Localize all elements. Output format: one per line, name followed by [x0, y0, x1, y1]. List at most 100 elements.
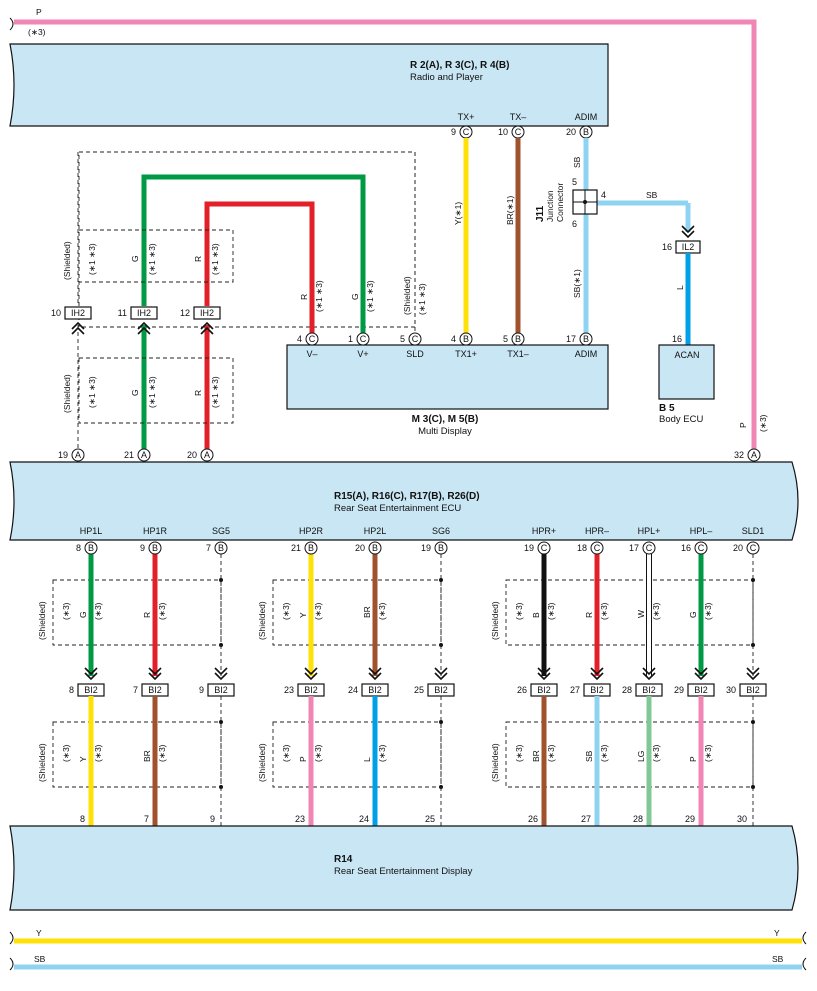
wire-color-label: G: [78, 611, 88, 618]
wire-color-label: R: [299, 294, 309, 300]
wire-color-label: L: [362, 757, 372, 762]
shielded-label: (Shielded): [62, 241, 72, 280]
pin-signal-label: ADIM: [575, 112, 598, 122]
body-ecu: 16 ACAN B 5 Body ECU: [658, 334, 715, 425]
pin-circle: [459, 332, 473, 346]
wire-color-label: G: [130, 255, 140, 262]
wire-color-label: G: [350, 293, 360, 300]
wire-video-g-upper: G (∗1 ∗3): [141, 174, 375, 333]
upper-shield-box: [505, 579, 754, 646]
pin-circle: [304, 541, 318, 555]
bi2-pin: 24: [348, 685, 358, 695]
pin-circle: [356, 332, 370, 346]
display-pin-number: 24: [359, 814, 369, 824]
legend-label: Y: [774, 928, 780, 938]
bi2-label: BI2: [694, 685, 708, 695]
pin-number: 8: [76, 543, 81, 553]
shield-dot: [751, 578, 755, 582]
speaker-line-sg6: BI225B19SG625SLD: [414, 526, 455, 839]
pin-number: 5: [400, 334, 405, 344]
display-pin-number: 9: [210, 814, 215, 824]
ih2-pin: 11: [118, 308, 127, 318]
wire-color-label: BR: [362, 606, 372, 618]
connector-letter: A: [751, 450, 757, 460]
wire-note: (∗3): [93, 602, 103, 620]
wire-color-label: G: [130, 389, 140, 396]
wire-color-label: SB: [584, 750, 594, 762]
pin-circle: [137, 448, 151, 462]
wire-color-label: LG: [636, 751, 646, 762]
wire-note: (∗1 ∗3): [210, 376, 220, 408]
wire-note: (∗3): [281, 602, 291, 620]
radio-pin-adim: ADIM B 20: [566, 112, 598, 139]
connector-letter: B: [88, 543, 94, 553]
pin-circle: [214, 541, 228, 555]
ih2-connector-11: IH2 11: [118, 306, 158, 320]
legend-sb-wire: SB SB: [9, 954, 807, 971]
bi2-label: BI2: [642, 685, 656, 695]
display-pin-number: 29: [685, 814, 695, 824]
wire-sg3-lower: [71, 152, 85, 450]
speaker-line-sld1: BI230C20SLD130SLD: [726, 526, 767, 839]
chevron-icon: [590, 667, 604, 681]
connector-letter: C: [646, 543, 653, 553]
shielded-label: (Shielded): [62, 374, 72, 413]
wire-note: (∗3): [651, 744, 661, 762]
j11-pin4: 4: [601, 190, 606, 200]
wire-color-label: R: [193, 256, 203, 262]
pin-circle: [511, 332, 525, 346]
pin-number: 20: [187, 450, 197, 460]
j11-junction-connector: J11 Junction Connector 5 6 4: [535, 177, 606, 229]
wire-note: (∗3): [377, 744, 387, 762]
wire-note: (∗3): [61, 602, 71, 620]
bi2-pin: 29: [674, 685, 684, 695]
chevron-icon: [148, 667, 162, 681]
chevron-icon: [537, 667, 551, 681]
wire-note: (∗3): [313, 744, 323, 762]
body-ecu-title: B 5: [659, 403, 675, 414]
wire-note: (∗3): [703, 602, 713, 620]
shield-dot: [439, 578, 443, 582]
ih2-pin: 12: [180, 308, 190, 318]
display-pin-number: 23: [295, 814, 305, 824]
wire-note: (∗3): [599, 744, 609, 762]
radio-title: R 2(A), R 3(C), R 4(B): [410, 60, 509, 71]
connector-letter: B: [583, 127, 589, 137]
il2-connector: IL2 16: [662, 225, 701, 254]
display-pin-number: 25: [425, 814, 435, 824]
chevron-icon: [84, 667, 98, 681]
lower-shield-box: [52, 721, 222, 788]
j11-name1: Junction: [545, 190, 555, 222]
shield-dot: [751, 720, 755, 724]
display-pin-number: 7: [144, 814, 149, 824]
il2-label: IL2: [682, 242, 695, 252]
shielded-label: (Shielded): [37, 601, 47, 640]
connector-letter: A: [141, 450, 147, 460]
wire-tx1-minus: BR(∗1): [505, 138, 521, 333]
connector-letter: B: [152, 543, 158, 553]
wire-note: (∗3): [514, 602, 524, 620]
legend-label: SB: [772, 954, 784, 964]
bi2-label: BI2: [304, 685, 318, 695]
shielded-label: (Shielded): [490, 743, 500, 782]
il2-pin: 16: [662, 242, 672, 252]
wire-color-label: W: [636, 610, 646, 618]
pin-circle: [305, 332, 319, 346]
pin-number: 16: [681, 543, 691, 553]
bi2-pin: 28: [622, 685, 632, 695]
pin-number: 18: [577, 543, 587, 553]
pin-signal-label: SLD: [406, 349, 424, 359]
pin-signal-label: HPL–: [690, 526, 713, 536]
upper-shield-box: [52, 579, 222, 646]
bi2-label: BI2: [434, 685, 448, 695]
pin-signal-label: TX–: [510, 112, 527, 122]
acc-wire-note: (∗3): [758, 414, 768, 432]
shield-dot: [439, 720, 443, 724]
multi-display: M 3(C), M 5(B) Multi Display: [286, 344, 609, 437]
pin-signal-label: SG6: [432, 526, 450, 536]
pin-circle: [71, 448, 85, 462]
